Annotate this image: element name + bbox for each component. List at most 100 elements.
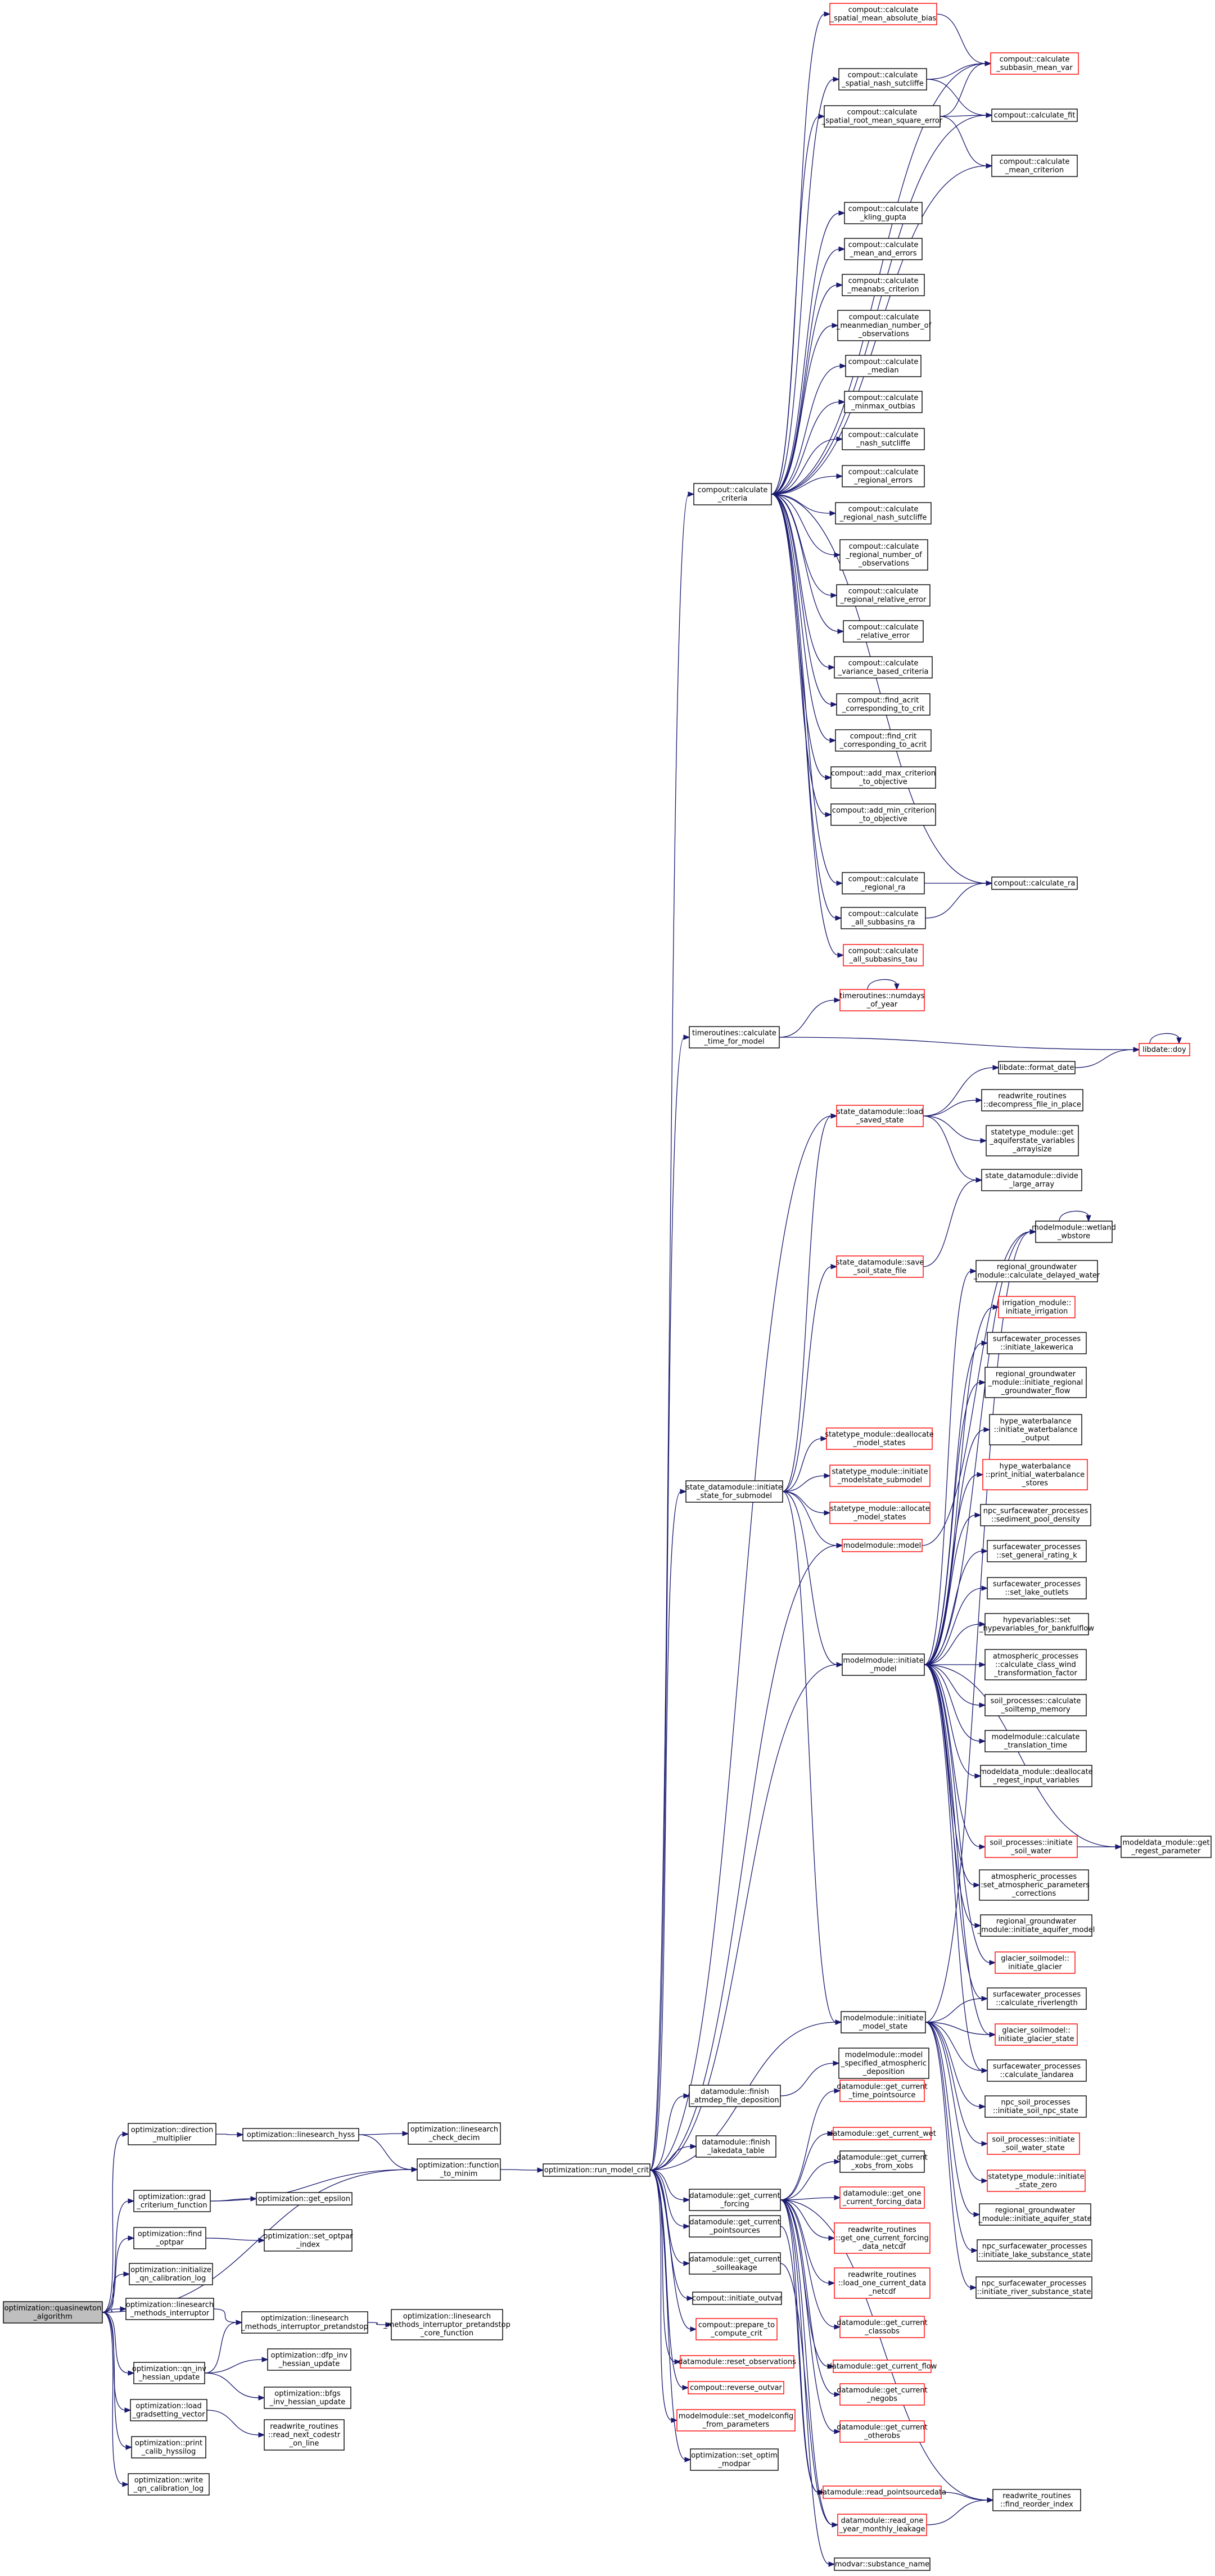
graph-node-c01[interactable]: compout::calculate_spatial_mean_absolute… [829, 3, 937, 25]
graph-node-ldoy[interactable]: libdate::doy [1139, 1043, 1190, 1056]
graph-node-coreverse[interactable]: compout::reverse_outvar [688, 2381, 784, 2394]
graph-node-rwfind[interactable]: readwrite_routines::find_reorder_index [992, 2489, 1081, 2511]
graph-node-irr[interactable]: irrigation_module::initiate_irrigation [998, 1296, 1076, 1318]
graph-node-dm6[interactable]: datamodule::get_current_flow [828, 2360, 937, 2373]
graph-node-dmreset[interactable]: datamodule::reset_observations [678, 2355, 796, 2369]
graph-node-atm2[interactable]: atmospheric_processes::set_atmospheric_p… [978, 1869, 1090, 1901]
graph-node-r1[interactable]: compout::calculate_subbasin_mean_var [990, 52, 1079, 75]
graph-node-sp2[interactable]: soil_processes::initiate_soil_water [984, 1836, 1078, 1858]
graph-node-c18[interactable]: compout::find_crit_corresponding_to_acri… [835, 729, 932, 752]
graph-node-c02[interactable]: compout::calculate_spatial_nash_sutcliff… [838, 68, 927, 91]
graph-node-mmwetland[interactable]: modelmodule::wetland_wbstore [1032, 1221, 1116, 1243]
graph-node-dm2[interactable]: datamodule::get_current_wet [828, 2127, 936, 2140]
graph-node-c21[interactable]: compout::calculate_regional_ra [842, 872, 925, 894]
graph-node-rw2[interactable]: readwrite_routines::get_one_current_forc… [834, 2222, 931, 2254]
graph-node-sdmload[interactable]: state_datamodule::load_saved_state [836, 1105, 924, 1127]
graph-node-grad[interactable]: optimization::grad_criterium_function [133, 2190, 211, 2212]
graph-node-dmgetpoint[interactable]: datamodule::get_current_pointsources [689, 2215, 781, 2238]
graph-node-c09[interactable]: compout::calculate_minmax_outbias [844, 391, 923, 413]
graph-node-dm1[interactable]: datamodule::get_current_time_pointsource [837, 2080, 928, 2102]
graph-node-findopt[interactable]: optimization::find_optpar [133, 2227, 206, 2249]
graph-node-dm10[interactable]: datamodule::read_one_year_monthly_leakag… [837, 2514, 927, 2536]
graph-node-c06[interactable]: compout::calculate_meanabs_criterion [842, 274, 925, 296]
graph-node-coprep[interactable]: compout::prepare_to_compute_crit [695, 2318, 778, 2340]
graph-node-bfgs[interactable]: optimization::bfgs_inv_hessian_update [264, 2387, 351, 2409]
graph-node-hv1[interactable]: hypevariables::set_hypevariables_for_ban… [979, 1613, 1094, 1635]
graph-node-sw4[interactable]: surfacewater_processes::calculate_riverl… [987, 1987, 1087, 2010]
graph-node-dm3[interactable]: datamodule::get_current_xobs_from_xobs [837, 2150, 928, 2173]
graph-node-c16[interactable]: compout::calculate_variance_based_criter… [834, 656, 933, 679]
graph-node-dmgetsoil[interactable]: datamodule::get_current_soilleakage [689, 2252, 781, 2275]
graph-node-mdget[interactable]: modeldata_module::get_regest_parameter [1121, 1836, 1212, 1858]
graph-node-direction[interactable]: optimization::direction_multiplier [128, 2123, 216, 2145]
graph-node-npc3[interactable]: npc_surfacewater_processes::initiate_lak… [977, 2239, 1092, 2262]
graph-node-r4[interactable]: compout::calculate_ra [991, 876, 1078, 890]
graph-node-sdmsave[interactable]: state_datamodule::save_soil_state_file [836, 1255, 924, 1278]
graph-node-c04[interactable]: compout::calculate_kling_gupta [844, 202, 923, 224]
graph-node-atm1[interactable]: atmospheric_processes::calculate_class_w… [984, 1649, 1087, 1680]
graph-node-c20[interactable]: compout::add_min_criterion_to_objective [830, 803, 936, 826]
graph-node-setopt[interactable]: optimization::set_optpar_index [264, 2229, 354, 2252]
graph-node-lscore[interactable]: optimization::linesearch_methods_interru… [383, 2309, 511, 2340]
graph-node-rg3[interactable]: regional_groundwater_module::initiate_aq… [977, 1914, 1095, 1937]
graph-node-sdmdivide[interactable]: state_datamodule::divide_large_array [981, 1169, 1082, 1191]
graph-node-rwdecomp[interactable]: readwrite_routines::decompress_file_in_p… [981, 1089, 1083, 1111]
graph-node-runmodel[interactable]: optimization::run_model_crit [543, 2163, 651, 2177]
graph-node-writecal[interactable]: optimization::write_qn_calibration_log [128, 2473, 210, 2496]
graph-node-c08[interactable]: compout::calculate_median [845, 355, 922, 377]
graph-node-c12[interactable]: compout::calculate_regional_nash_sutclif… [835, 502, 932, 525]
graph-node-stmget[interactable]: statetype_module::get_aquiferstate_varia… [986, 1125, 1079, 1156]
graph-node-mddealloc[interactable]: modeldata_module::deallocate_regest_inpu… [979, 1765, 1093, 1787]
graph-node-tnumdays[interactable]: timeroutines::numdays_of_year [839, 989, 925, 1011]
graph-node-gl2[interactable]: glacier_soilmodel::initiate_glacier_stat… [995, 2023, 1078, 2046]
graph-node-c03[interactable]: compout::calculate_spatial_root_mean_squ… [821, 105, 943, 128]
graph-node-sw1[interactable]: surfacewater_processes::initiate_lakewer… [987, 1332, 1087, 1354]
graph-node-mmmodel[interactable]: modelmodule::model [842, 1539, 923, 1552]
graph-node-stminit[interactable]: statetype_module::initiate_modelstate_su… [829, 1465, 931, 1487]
graph-node-c07[interactable]: compout::calculate_meanmedian_number_of_… [836, 310, 932, 341]
graph-node-ctimesall[interactable]: timeroutines::calculate_time_for_model [689, 1026, 780, 1049]
graph-node-coinit[interactable]: compout::initiate_outvar [692, 2292, 783, 2305]
graph-node-mmsetmc[interactable]: modelmodule::set_modelconfig_from_parame… [676, 2409, 796, 2432]
graph-node-sw5[interactable]: surfacewater_processes::calculate_landar… [987, 2059, 1087, 2082]
graph-node-stmdealloc[interactable]: statetype_module::deallocate_model_state… [825, 1427, 934, 1450]
graph-node-stm2[interactable]: statetype_module::initiate_state_zero [987, 2170, 1086, 2192]
graph-node-r3[interactable]: compout::calculate_mean_criterion [991, 155, 1078, 177]
graph-node-loadgrad[interactable]: optimization::load_gradsetting_vector [130, 2399, 207, 2421]
graph-node-c05[interactable]: compout::calculate_mean_and_errors [844, 238, 923, 260]
graph-node-rwnext[interactable]: readwrite_routines::read_next_codestr_on… [264, 2419, 345, 2451]
graph-node-dm7[interactable]: datamodule::get_current_negobs [837, 2383, 928, 2406]
graph-node-dmlake[interactable]: datamodule::finish_lakedata_table [695, 2135, 776, 2158]
graph-node-critmain[interactable]: compout::calculate_criteria [693, 483, 772, 505]
graph-node-c17[interactable]: compout::find_acrit_corresponding_to_cri… [836, 693, 931, 716]
graph-node-rg2[interactable]: regional_groundwater_module::initiate_re… [984, 1367, 1087, 1398]
graph-node-sp3[interactable]: soil_processes::initiate_soil_water_stat… [987, 2132, 1080, 2155]
graph-node-hw2[interactable]: hype_waterbalance::print_initial_waterba… [982, 1459, 1088, 1490]
graph-node-lsmeth[interactable]: optimization::linesearch_methods_interru… [125, 2298, 214, 2320]
graph-node-rg1[interactable]: regional_groundwater_module::calculate_d… [973, 1260, 1100, 1282]
graph-node-npc2[interactable]: npc_soil_processes::initiate_soil_npc_st… [984, 2095, 1087, 2118]
graph-node-initcal[interactable]: optimization::initialize_qn_calibration_… [129, 2263, 213, 2285]
graph-node-dmgetforc[interactable]: datamodule::get_current_forcing [689, 2189, 781, 2211]
graph-node-c22[interactable]: compout::calculate_all_subbasins_ra [841, 907, 926, 929]
graph-node-r2[interactable]: compout::calculate_fit [991, 109, 1078, 122]
graph-node-c11[interactable]: compout::calculate_regional_errors [842, 465, 925, 487]
graph-node-gl1[interactable]: glacier_soilmodel::initiate_glacier [995, 1951, 1076, 1974]
graph-node-root[interactable]: optimization::quasinewton_algorithm [3, 2301, 103, 2324]
graph-node-dfp[interactable]: optimization::dfp_inv_hessian_update [267, 2348, 351, 2371]
graph-node-sdmstate[interactable]: state_datamodule::initiate_state_for_sub… [685, 1480, 783, 1503]
graph-node-mminitmodel[interactable]: modelmodule::initiate_model [842, 1653, 925, 1676]
graph-node-c14[interactable]: compout::calculate_regional_relative_err… [836, 584, 931, 607]
graph-node-lshyss[interactable]: optimization::linesearch_hyss [242, 2128, 359, 2141]
graph-node-c10[interactable]: compout::calculate_nash_sutcliffe [842, 428, 925, 450]
graph-node-mminitstate[interactable]: modelmodule::initiate_model_state [841, 2011, 926, 2033]
graph-node-geteps[interactable]: optimization::get_epsilon [256, 2192, 353, 2206]
graph-node-mmspec[interactable]: modelmodule::model_specified_atmospheric… [838, 2048, 929, 2079]
graph-node-npc1[interactable]: npc_surfacewater_processes::sediment_poo… [980, 1504, 1091, 1526]
graph-node-lsmeth2[interactable]: optimization::linesearch_methods_interru… [241, 2311, 368, 2334]
graph-node-npc4[interactable]: npc_surfacewater_processes::initiate_riv… [975, 2276, 1092, 2299]
graph-node-rg4[interactable]: regional_groundwater_module::initiate_aq… [978, 2203, 1092, 2226]
graph-node-dm9[interactable]: datamodule::read_pointsourcedata [818, 2485, 946, 2499]
graph-node-hw1[interactable]: hype_waterbalance::initiate_waterbalance… [989, 1414, 1082, 1445]
graph-node-sp1[interactable]: soil_processes::calculate_soiltemp_memor… [984, 1694, 1087, 1716]
